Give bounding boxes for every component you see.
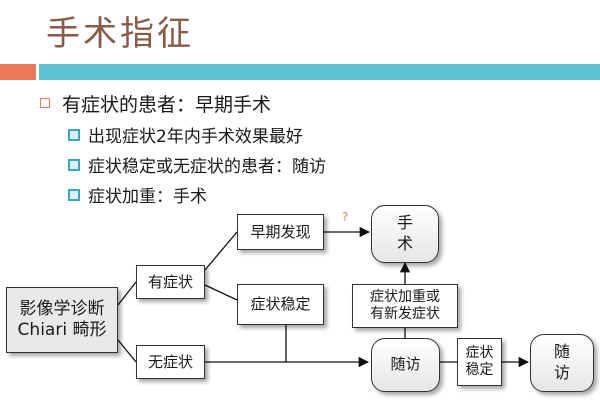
- bullet-sub-2: 症状稳定或无症状的患者：随访: [68, 152, 326, 177]
- teal-accent-bar: [39, 64, 600, 80]
- connector-symptomatic-stable: [204, 284, 238, 301]
- square-bullet-icon: [68, 159, 80, 171]
- bullet-sub-3: 症状加重：手术: [68, 182, 207, 207]
- bullet-main: 有症状的患者：早期手术: [40, 90, 271, 117]
- hollow-square-bullet-icon: [40, 97, 50, 108]
- square-bullet-icon: [68, 189, 80, 201]
- worsening-box: 症状加重或 有新发症状: [352, 284, 458, 328]
- orange-accent-bar: [0, 64, 36, 80]
- symptom-stable-box: 症状稳定: [237, 284, 324, 325]
- slide-title: 手术指征: [46, 14, 194, 54]
- imaging-diagnosis-box: 影像学诊断 Chiari 畸形: [6, 287, 118, 353]
- surgery-box: 手 术: [371, 205, 439, 263]
- early-detection-box: 早期发现: [237, 214, 324, 250]
- connector-imaging-symptomatic: [117, 281, 137, 306]
- symptom-stable-box-2: 症状 稳定: [457, 338, 502, 386]
- connector-imaging-asymptomatic: [117, 339, 137, 363]
- question-mark: ?: [342, 210, 349, 224]
- asymptomatic-box: 无症状: [136, 345, 205, 379]
- bullet-sub-text: 症状加重：手术: [88, 187, 207, 207]
- symptomatic-box: 有症状: [136, 265, 205, 299]
- square-bullet-icon: [68, 129, 80, 141]
- bullet-sub-text: 症状稳定或无症状的患者：随访: [88, 157, 326, 177]
- follow-up-end-box: 随 访: [530, 334, 594, 392]
- bullet-main-text: 有症状的患者：早期手术: [62, 94, 272, 116]
- bullet-sub-text: 出现症状2年内手术效果最好: [88, 127, 303, 147]
- connector-symptomatic-early: [204, 231, 238, 271]
- follow-up-box: 随访: [371, 338, 440, 392]
- bullet-sub-1: 出现症状2年内手术效果最好: [68, 122, 303, 147]
